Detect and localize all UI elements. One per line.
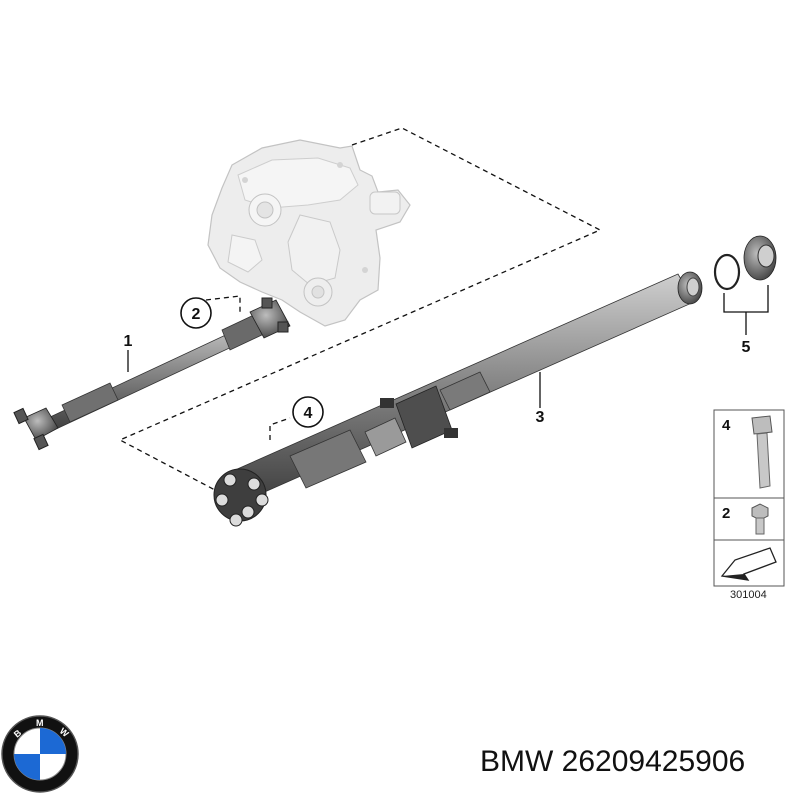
callout-5: 5 bbox=[742, 339, 751, 356]
flexible-disc-joint bbox=[213, 468, 269, 527]
o-ring bbox=[713, 253, 741, 291]
part-caption: BMW 26209425906 bbox=[480, 745, 745, 779]
callout-4: 4 bbox=[304, 405, 313, 422]
callout-2: 2 bbox=[192, 306, 201, 323]
reference-number: 301004 bbox=[730, 589, 767, 601]
front-shaft-universal-joint bbox=[249, 297, 291, 339]
callout-3: 3 bbox=[536, 409, 545, 426]
bmw-logo: B M W bbox=[1, 715, 79, 793]
brand-name: BMW bbox=[480, 745, 554, 778]
transfer-case-housing bbox=[207, 139, 411, 327]
svg-text:B: B bbox=[12, 727, 24, 739]
callout-2-circle bbox=[180, 297, 212, 329]
callout-4-circle bbox=[292, 396, 324, 428]
svg-text:M: M bbox=[36, 718, 44, 728]
legend-label-bolt: 4 bbox=[722, 417, 731, 434]
bolt-icon bbox=[751, 415, 773, 489]
rear-propeller-shaft bbox=[213, 271, 703, 527]
legend-label-screw: 2 bbox=[722, 505, 730, 522]
front-propeller-shaft bbox=[13, 297, 291, 451]
leader-lines bbox=[127, 350, 541, 408]
callout-1: 1 bbox=[124, 333, 133, 350]
hardware-legend-box: 4 2 bbox=[713, 409, 785, 587]
part-number: 26209425906 bbox=[561, 745, 746, 778]
rear-shaft-end-flange bbox=[677, 271, 703, 305]
dashed-reference-lines bbox=[118, 127, 602, 491]
screw-icon bbox=[751, 503, 769, 535]
center-support-bearing bbox=[380, 385, 458, 449]
seal-ring-and-flange bbox=[713, 235, 777, 335]
front-shaft-flange-left bbox=[13, 407, 59, 451]
direction-arrow-icon bbox=[720, 547, 777, 581]
